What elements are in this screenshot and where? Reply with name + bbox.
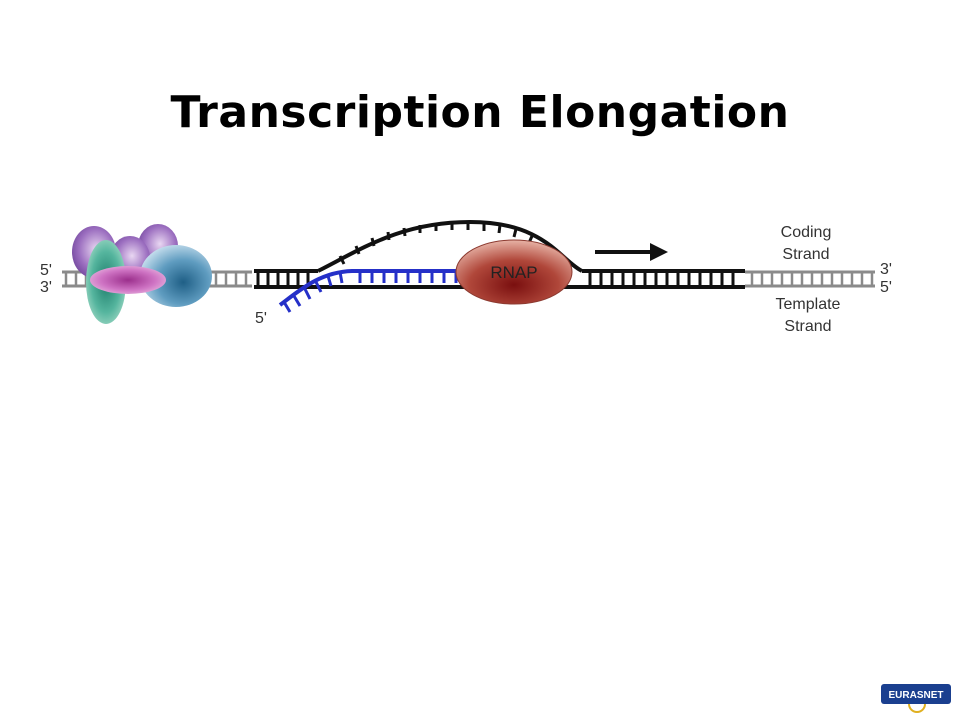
rna-transcript xyxy=(278,269,462,313)
eurasnet-logo-text: EURASNET xyxy=(888,690,943,701)
rnap-enzyme xyxy=(455,239,573,305)
left-bottom-end-label: 3' xyxy=(40,279,52,296)
eurasnet-logo: EURASNET xyxy=(881,684,951,713)
dna-left-black-segment xyxy=(254,269,322,289)
rnap-label: RNAP xyxy=(490,263,537,282)
direction-arrow xyxy=(595,243,668,261)
coding-strand-label-line1: Coding xyxy=(781,224,832,241)
left-top-end-label: 5' xyxy=(40,262,52,279)
coding-strand-label-line2: Strand xyxy=(782,246,829,263)
rna-5prime-label: 5' xyxy=(255,310,267,327)
template-strand-label-line2: Strand xyxy=(784,318,831,335)
dna-right-black-segment xyxy=(575,269,745,289)
protein-magenta xyxy=(90,266,166,294)
page-title: Transcription Elongation xyxy=(170,87,790,139)
protein-blue xyxy=(140,245,212,307)
right-bottom-end-label: 5' xyxy=(880,279,892,296)
dna-right-grey-segment xyxy=(745,270,875,288)
template-strand-label-line1: Template xyxy=(776,296,841,313)
protein-complex xyxy=(72,224,212,324)
right-top-end-label: 3' xyxy=(880,261,892,278)
